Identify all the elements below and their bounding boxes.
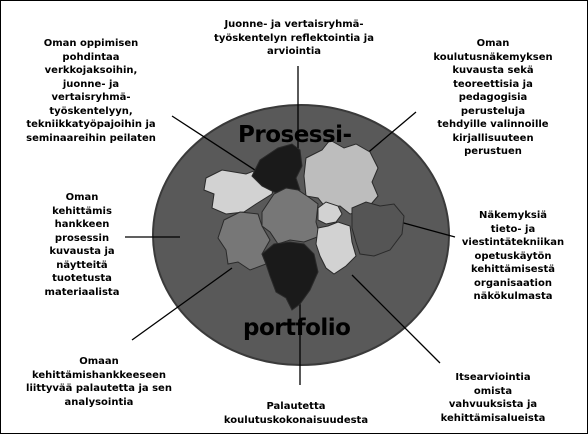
label-bottom-left: Omaan kehittämishankkeeseen liittyvää pa… xyxy=(26,356,172,408)
center-word-top: Prosessi- xyxy=(238,122,352,148)
connector-bottom-right xyxy=(351,274,441,364)
piece-black-bottom xyxy=(261,241,319,311)
region-pieces xyxy=(203,139,405,311)
connector-right xyxy=(399,221,456,238)
label-right: Näkemyksiä tieto- ja viestintätekniikan … xyxy=(461,210,565,302)
center-word-bottom: portfolio xyxy=(243,315,351,341)
connector-bottom-left xyxy=(131,267,233,341)
label-top: Juonne- ja vertaisryhmä- työskentelyn re… xyxy=(214,19,374,57)
label-top-right: Oman koulutusnäkemyksen kuvausta sekä te… xyxy=(433,38,553,157)
piece-dark-right xyxy=(351,201,405,257)
label-top-left: Oman oppimisen pohdintaa verkkojaksoihin… xyxy=(26,38,156,144)
piece-light-small xyxy=(317,201,343,225)
piece-light-bottom-right xyxy=(315,221,357,275)
label-left: Oman kehittämis hankkeen prosessin kuvau… xyxy=(44,192,120,298)
connector-top-left xyxy=(171,115,259,173)
label-bottom: Palautetta koulutuskokonaisuudesta xyxy=(223,401,369,426)
piece-black-top xyxy=(251,143,303,197)
label-bottom-right: Itsearviointia omista vahvuuksista ja ke… xyxy=(440,372,546,424)
